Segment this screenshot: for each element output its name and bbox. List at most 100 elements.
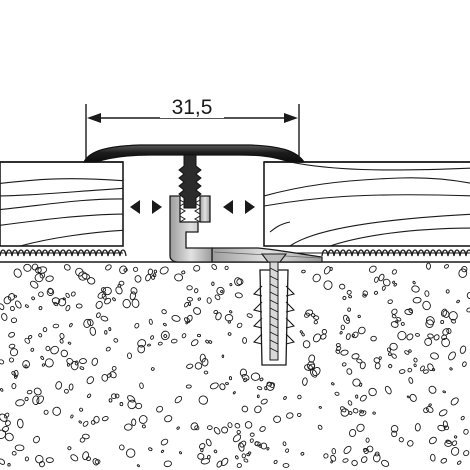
aggregate-stone xyxy=(428,436,437,445)
aggregate-stone xyxy=(466,292,470,300)
aggregate-stone xyxy=(190,422,199,431)
aggregate-stone xyxy=(111,365,117,371)
aggregate-stone xyxy=(27,335,33,340)
aggregate-stone xyxy=(391,314,397,319)
aggregate-stone xyxy=(461,265,468,273)
aggregate-stone xyxy=(424,337,433,346)
aggregate-stone xyxy=(381,459,390,467)
aggregate-stone xyxy=(242,337,248,344)
aggregate-stone xyxy=(52,323,60,329)
aggregate-stone xyxy=(130,287,138,295)
aggregate-stone xyxy=(442,328,450,336)
aggregate-stone xyxy=(69,322,73,328)
aggregate-stone xyxy=(200,447,204,453)
aggregate-stone xyxy=(87,393,92,399)
aggregate-stone xyxy=(205,438,212,447)
aggregate-stone xyxy=(126,448,136,458)
aggregate-stone xyxy=(238,442,245,452)
aggregate-stone xyxy=(296,412,302,417)
aggregate-stone xyxy=(0,458,6,465)
aggregate-stone xyxy=(201,357,209,367)
aggregate-stone xyxy=(24,456,29,462)
aggregate-stone xyxy=(239,368,247,377)
aggregate-stone xyxy=(79,366,85,370)
aggregate-stone xyxy=(24,364,28,369)
left-floor-board xyxy=(0,161,124,247)
aggregate-stone xyxy=(209,382,219,390)
aggregate-stone xyxy=(8,357,15,363)
aggregate-stone xyxy=(33,435,40,444)
aggregate-stone xyxy=(299,330,303,334)
aggregate-stone xyxy=(114,393,120,399)
aggregate-stone xyxy=(186,314,193,322)
aggregate-stone xyxy=(31,263,39,271)
aggregate-stone xyxy=(0,429,7,440)
aggregate-stone xyxy=(1,313,8,321)
aggregate-stone xyxy=(232,391,236,395)
aggregate-stone xyxy=(3,296,12,305)
aggregate-stone xyxy=(363,447,367,452)
aggregate-stone xyxy=(136,464,140,468)
aggregate-stone xyxy=(381,285,386,291)
aggregate-stone xyxy=(374,276,379,283)
aggregate-stone xyxy=(398,437,404,443)
aggregate-stone xyxy=(244,421,253,429)
aggregate-stone xyxy=(445,289,450,294)
aggregate-stone xyxy=(102,286,112,296)
aggregate-stone xyxy=(321,329,328,335)
aggregate-stone xyxy=(426,406,434,413)
aggregate-stone xyxy=(101,293,107,300)
aggregate-stone xyxy=(345,317,350,321)
aggregate-stone xyxy=(323,280,333,290)
aggregate-stone xyxy=(335,349,341,354)
aggregate-stone xyxy=(331,382,335,386)
aggregate-stone xyxy=(124,423,133,431)
aggregate-stone xyxy=(78,420,82,424)
aggregate-stone xyxy=(38,333,43,338)
aggregate-stone xyxy=(150,367,155,371)
aggregate-stone xyxy=(411,285,420,293)
aggregate-stone xyxy=(450,397,459,406)
concrete-subfloor xyxy=(0,261,470,470)
aggregate-stone xyxy=(247,451,252,455)
aggregate-stone xyxy=(413,363,417,368)
aggregate-stone xyxy=(427,333,434,339)
aggregate-stone xyxy=(359,382,363,387)
aggregate-stone xyxy=(34,273,44,283)
aggregate-stone xyxy=(423,407,429,414)
aggregate-stone xyxy=(0,413,8,422)
aggregate-stone xyxy=(52,406,62,416)
aggregate-stone xyxy=(431,368,436,372)
aggregate-stone xyxy=(346,368,353,375)
aggregate-stone xyxy=(0,359,5,365)
aggregate-stone xyxy=(139,382,144,389)
aggregate-stone xyxy=(9,348,19,357)
aggregate-stone xyxy=(59,333,65,339)
aggregate-stone xyxy=(374,362,381,370)
aggregate-stone xyxy=(234,423,241,429)
aggregate-stone xyxy=(453,435,458,439)
aggregate-stone xyxy=(413,357,418,363)
aggregate-stone xyxy=(225,382,229,386)
aggregate-stone xyxy=(1,425,10,433)
aggregate-stone xyxy=(368,265,377,273)
aggregate-stone xyxy=(133,266,139,272)
aggregate-stone xyxy=(259,426,266,432)
aggregate-stone xyxy=(147,343,151,347)
aggregate-stone xyxy=(312,273,321,283)
aggregate-stone xyxy=(428,403,432,407)
aggregate-stone xyxy=(93,415,100,424)
aggregate-stone xyxy=(256,386,263,391)
aggregate-stone xyxy=(390,424,399,433)
aggregate-stone xyxy=(368,387,377,397)
aggregate-stone xyxy=(370,335,377,342)
aggregate-stone xyxy=(449,367,453,371)
aggregate-stone xyxy=(160,449,165,454)
double-arrow-icon xyxy=(223,200,255,214)
aggregate-stone xyxy=(134,322,140,329)
aggregate-stone xyxy=(246,313,253,318)
aggregate-stone xyxy=(406,395,410,399)
aggregate-stone xyxy=(396,316,402,322)
aggregate-stone xyxy=(197,453,205,460)
aggregate-stone xyxy=(45,345,51,352)
